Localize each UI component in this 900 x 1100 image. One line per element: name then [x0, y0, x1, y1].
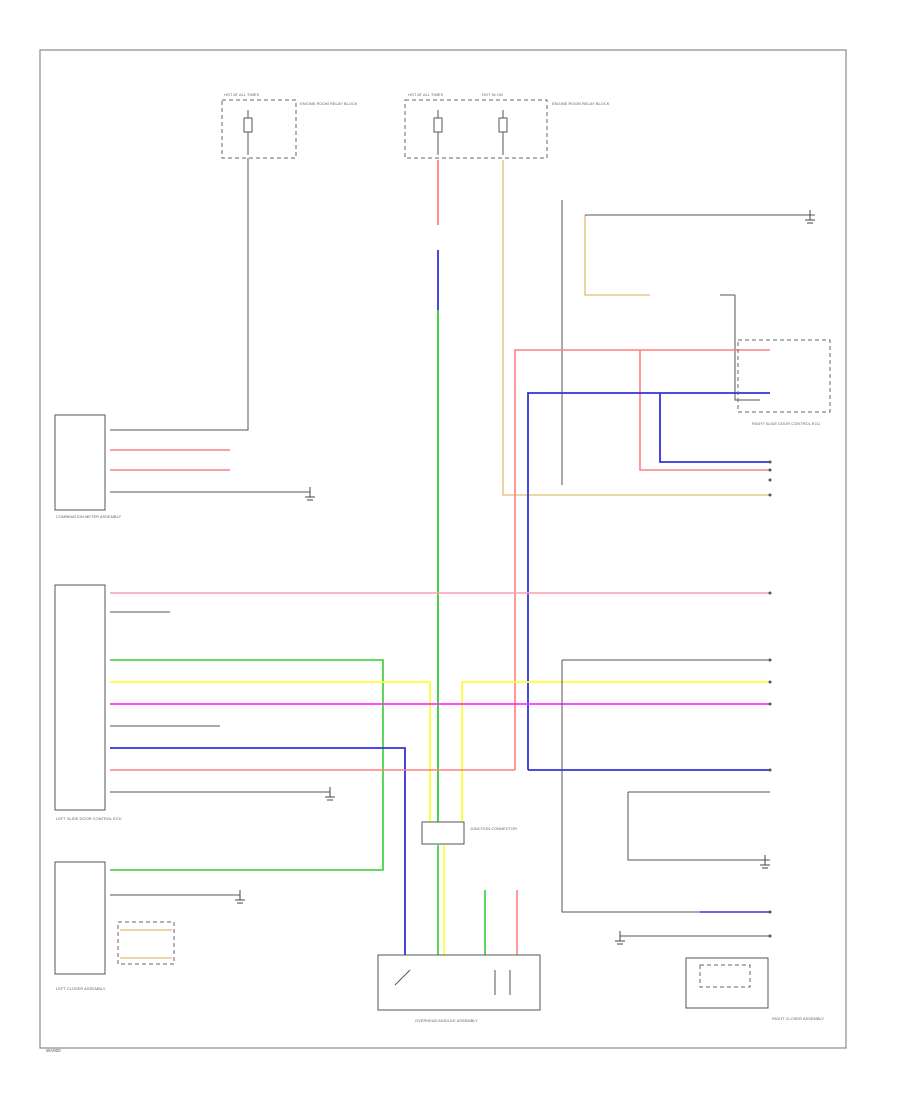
- combination-meter: COMBINATION METER ASSEMBLY: [54, 414, 122, 519]
- left-door-ecu-label: LEFT SLIDE DOOR CONTROL ECU: [56, 816, 122, 821]
- wire-red-right: [514, 349, 770, 770]
- right-door-ecu-label: RIGHT SLIDE DOOR CONTROL ECU: [752, 421, 820, 426]
- overhead-module: OVERHEAD MODULE ASSEMBLY: [377, 954, 541, 1023]
- junction-connector-label: JUNCTION CONNECTOR: [470, 826, 517, 831]
- overhead-module-label: OVERHEAD MODULE ASSEMBLY: [415, 1018, 478, 1023]
- wire-blue-up: [527, 392, 770, 770]
- ground-symbols: [235, 210, 815, 945]
- combination-meter-label: COMBINATION METER ASSEMBLY: [56, 514, 122, 519]
- center-fuse-title-b: HOT IN ON: [482, 92, 503, 97]
- wire-blue-drop: [659, 393, 770, 463]
- right-terminals: [768, 460, 772, 938]
- wire-tan-main: [502, 160, 770, 496]
- center-fuse-note: ENGINE ROOM RELAY BLOCK: [552, 101, 610, 106]
- right-slide-door-ecu: RIGHT SLIDE DOOR CONTROL ECU: [737, 339, 831, 426]
- left-closer-label: LEFT CLOSER ASSEMBLY: [56, 986, 106, 991]
- wire-ecu-blue: [110, 747, 406, 955]
- diagram-frame: [39, 49, 847, 1049]
- center-fuse-title-a: HOT AT ALL TIMES: [408, 92, 443, 97]
- wire-red-drop: [639, 350, 770, 471]
- left-slide-door-ecu: LEFT SLIDE DOOR CONTROL ECU: [54, 584, 122, 821]
- footer-code: WA000: [46, 1048, 61, 1053]
- wire-tan-upper: [584, 215, 650, 296]
- wire-ecu-yellow-right: [461, 681, 770, 830]
- right-closer-label: RIGHT CLOSER ASSEMBLY: [772, 1016, 824, 1021]
- wire-ecu-green: [110, 659, 384, 871]
- left-fuse-title: HOT AT ALL TIMES: [224, 92, 259, 97]
- left-fuse-block: HOT AT ALL TIMES ENGINE ROOM RELAY BLOCK: [221, 92, 358, 159]
- wire-ecu-yellow-left: [110, 681, 431, 830]
- left-fuse-note: ENGINE ROOM RELAY BLOCK: [300, 101, 358, 106]
- wire-meter-feed: [110, 158, 249, 431]
- right-closer: RIGHT CLOSER ASSEMBLY: [685, 957, 824, 1021]
- wires: [110, 158, 815, 971]
- center-fuse-block: HOT AT ALL TIMES HOT IN ON ENGINE ROOM R…: [404, 92, 610, 159]
- junction-connector: JUNCTION CONNECTOR: [421, 821, 517, 845]
- left-closer: LEFT CLOSER ASSEMBLY: [54, 861, 175, 991]
